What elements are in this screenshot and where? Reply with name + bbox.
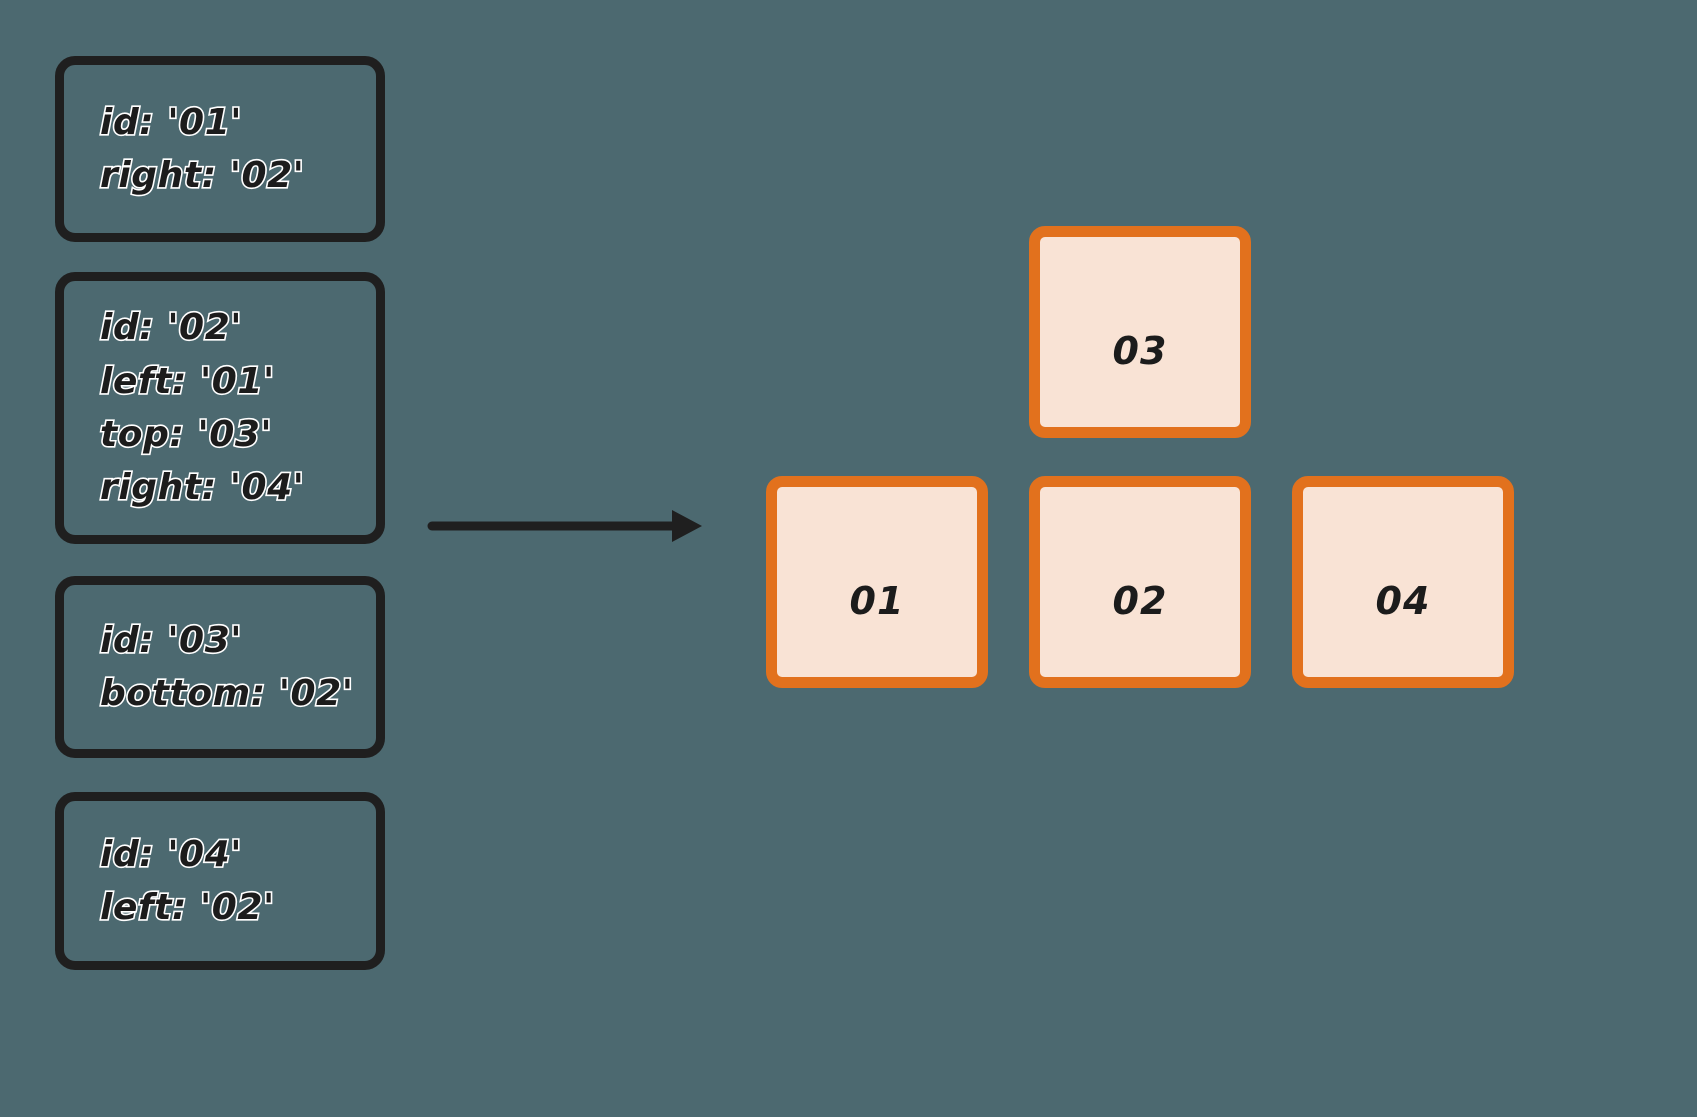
spec-box-01: id: '01' right: '02' — [55, 56, 385, 242]
tile-01[interactable]: 01 — [766, 476, 988, 688]
spec-line: id: '03' — [98, 618, 243, 662]
tile-label: 01 — [848, 578, 905, 625]
spec-line: right: '04' — [98, 466, 305, 510]
spec-line: top: '03' — [98, 412, 273, 456]
tile-label: 03 — [1111, 328, 1168, 375]
arrow-right-icon — [427, 510, 702, 542]
tile-03[interactable]: 03 — [1029, 226, 1251, 438]
tile-label: 02 — [1111, 578, 1168, 625]
spec-line: id: '04' — [98, 832, 243, 876]
spec-box-03: id: '03' bottom: '02' — [55, 576, 385, 758]
spec-line: left: '02' — [98, 885, 275, 929]
spec-line: right: '02' — [98, 153, 305, 197]
spec-line: left: '01' — [98, 359, 275, 403]
tile-label: 04 — [1374, 578, 1431, 625]
spec-box-04: id: '04' left: '02' — [55, 792, 385, 970]
spec-box-02: id: '02' left: '01' top: '03' right: '04… — [55, 272, 385, 544]
spec-line: id: '01' — [98, 100, 243, 144]
spec-line: bottom: '02' — [98, 671, 354, 715]
tile-02[interactable]: 02 — [1029, 476, 1251, 688]
tile-04[interactable]: 04 — [1292, 476, 1514, 688]
spec-line: id: '02' — [98, 306, 243, 350]
